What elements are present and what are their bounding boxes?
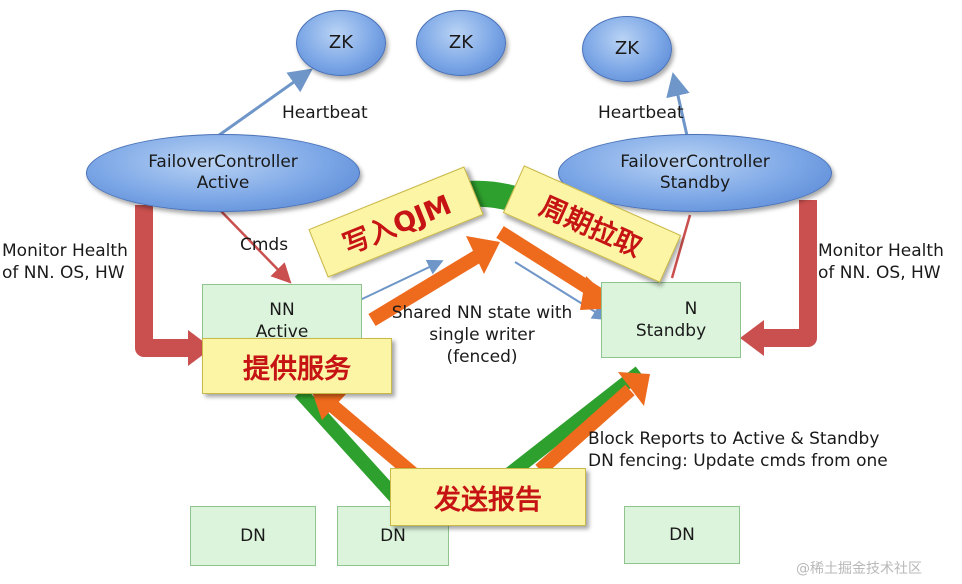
- cmds-arrow: [217, 207, 292, 284]
- send-report-arrowhead-left: [310, 386, 346, 420]
- failover-active-line1: FailoverController: [148, 151, 298, 172]
- watermark: @稀土掘金技术社区: [796, 561, 922, 577]
- cmds-label: Cmds: [240, 235, 289, 255]
- nn-standby-line1: N: [684, 298, 698, 319]
- nn-active-line2: Active: [255, 322, 309, 342]
- dn-label: DN: [240, 525, 266, 546]
- send-report-arrow-left: [323, 396, 423, 484]
- shared-state-line1: Shared NN state with: [391, 303, 573, 323]
- heartbeat-label-left: Heartbeat: [282, 103, 368, 123]
- zk-label: ZK: [614, 37, 640, 59]
- block-reports-label: Block Reports to Active & Standby DN fen…: [588, 428, 888, 472]
- failover-standby-line1: FailoverController: [620, 151, 770, 172]
- shared-state-line2: single writer: [429, 325, 535, 346]
- write-qjm-arrowhead: [466, 236, 500, 274]
- zk-node-center: ZK: [416, 10, 506, 76]
- tag-provide-service: 提供服务: [202, 338, 392, 394]
- pull-periodic-arrow: [496, 226, 602, 300]
- send-report-arrow-right: [535, 384, 635, 476]
- standby-control-line: [670, 214, 692, 279]
- monitor-arrowhead-left: [188, 330, 212, 366]
- monitor-left-line2: of NN. OS, HW: [2, 263, 125, 284]
- nn-standby-line2: Standby: [635, 321, 707, 341]
- failover-active-line2: Active: [196, 173, 250, 193]
- monitor-arrow-left: [135, 205, 190, 357]
- monitor-label-right: Monitor Health of NN. OS, HW: [818, 240, 944, 284]
- write-qjm-arrow: [368, 250, 482, 326]
- heartbeat-arrow-left: [214, 68, 313, 140]
- block-reports-line2: DN fencing: Update cmds from one: [588, 451, 888, 472]
- block-reports-line1: Block Reports to Active & Standby: [588, 429, 880, 449]
- nn-active-line1: NN: [269, 299, 295, 320]
- dn-box-right: DN: [624, 506, 740, 564]
- zk-label: ZK: [448, 31, 474, 53]
- dn-box-left: DN: [190, 506, 316, 566]
- dn-label: DN: [380, 525, 406, 546]
- active-to-shared-arrow: [359, 259, 444, 301]
- zk-node-right: ZK: [582, 16, 672, 82]
- heartbeat-label-right: Heartbeat: [598, 103, 684, 123]
- shared-state-label: Shared NN state with single writer (fenc…: [384, 302, 580, 368]
- send-report-arrowhead-right: [618, 372, 650, 406]
- zk-node-left: ZK: [296, 10, 386, 76]
- failover-standby-line2: Standby: [659, 173, 731, 193]
- monitor-label-left: Monitor Health of NN. OS, HW: [2, 240, 128, 284]
- monitor-right-line2: of NN. OS, HW: [818, 263, 941, 284]
- dn-report-line-left: [294, 387, 411, 513]
- monitor-right-line1: Monitor Health: [818, 241, 944, 261]
- monitor-arrow-right: [762, 200, 817, 347]
- tag-send-report: 发送报告: [390, 468, 586, 526]
- zk-label: ZK: [328, 31, 354, 53]
- monitor-arrowhead-right: [740, 320, 764, 356]
- heartbeat-arrow-right: [666, 72, 690, 141]
- dn-label: DN: [669, 524, 695, 545]
- shared-state-line3: (fenced): [446, 347, 518, 368]
- monitor-left-line1: Monitor Health: [2, 241, 128, 261]
